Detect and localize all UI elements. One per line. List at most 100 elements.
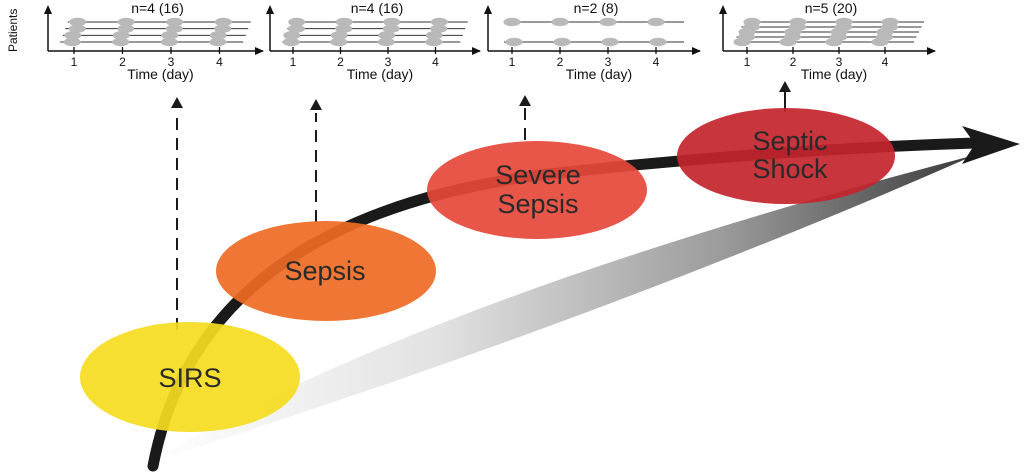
patient-dot (283, 31, 301, 40)
patient-dot (825, 37, 843, 47)
patient-dot (382, 24, 400, 33)
x-tick-label: 2 (790, 55, 797, 69)
stage-sepsis: Sepsis (216, 221, 436, 321)
patient-dot (209, 37, 227, 47)
x-axis-label: Time (day) (127, 66, 193, 82)
patient-dot (335, 24, 353, 33)
patient-dot (63, 37, 81, 47)
stage-septic-label-line2: Shock (752, 154, 828, 184)
patient-dot (599, 17, 617, 27)
patient-dot (425, 31, 443, 40)
x-tick-label: 1 (290, 55, 297, 69)
mini-chart-title: n=4 (16) (351, 0, 404, 16)
x-tick-label: 1 (509, 55, 516, 69)
stage-severe-label-line1: Severe (495, 160, 581, 190)
stage-sepsis-label: Sepsis (284, 256, 365, 286)
stage-severe-label-line2: Sepsis (497, 189, 578, 219)
patient-dot (214, 17, 232, 27)
patient-dot (69, 17, 87, 27)
patient-dot (733, 37, 751, 47)
x-tick-label: 4 (432, 55, 439, 69)
x-tick-label: 1 (744, 55, 751, 69)
x-tick-label: 4 (216, 55, 223, 69)
patient-dot (553, 37, 571, 47)
stage-septic-circle (677, 108, 895, 204)
patient-dot (335, 17, 353, 27)
arrowhead-sirs (171, 97, 183, 108)
patient-dot (68, 24, 86, 33)
patient-dot (214, 24, 232, 33)
x-tick-label: 4 (653, 55, 660, 69)
x-axis-label: Time (day) (566, 66, 632, 82)
arrowhead-severe (519, 95, 531, 106)
x-tick-label: 3 (605, 55, 612, 69)
x-tick-label: 3 (168, 55, 175, 69)
mini-chart-title: n=2 (8) (574, 0, 619, 16)
x-axis-arrow (927, 47, 936, 55)
progression-arrowhead (962, 126, 1020, 164)
stage-septic-shock: Septic Shock (677, 108, 895, 204)
patient-dot (779, 37, 797, 47)
patient-dot (601, 37, 619, 47)
y-axis-label: Patients (6, 9, 20, 52)
stage-sirs-label: SIRS (158, 363, 221, 393)
patient-dot (377, 37, 395, 47)
x-tick-label: 2 (557, 55, 564, 69)
x-tick-label: 4 (882, 55, 889, 69)
x-axis-label: Time (day) (801, 66, 867, 82)
patient-dot (425, 37, 443, 47)
patient-dot (503, 17, 521, 27)
patient-dot (117, 24, 135, 33)
patient-dot (330, 37, 348, 47)
patient-dot (330, 31, 348, 40)
patient-dot (647, 17, 665, 27)
stage-severe-circle (427, 141, 647, 239)
patient-dot (378, 31, 396, 40)
y-axis-arrow (266, 5, 274, 14)
x-tick-label: 1 (71, 55, 78, 69)
y-axis-arrow (719, 5, 727, 14)
stage-septic-label-line1: Septic (752, 126, 827, 156)
mini-chart-title: n=5 (20) (805, 0, 858, 16)
patient-dot (166, 17, 184, 27)
severity-shade (150, 155, 975, 462)
patient-dot (505, 37, 523, 47)
patient-dot (112, 37, 130, 47)
x-axis-arrow (472, 47, 481, 55)
patient-dot (430, 17, 448, 27)
patient-dot (160, 37, 178, 47)
arrowhead-sepsis (310, 99, 322, 110)
patient-dot (282, 37, 300, 47)
x-axis-arrow (692, 47, 701, 55)
patient-dot (117, 17, 135, 27)
y-axis-arrow (484, 5, 492, 14)
x-tick-label: 2 (119, 55, 126, 69)
patient-dot (871, 37, 889, 47)
patient-dot (165, 24, 183, 33)
stage-severe-sepsis: Severe Sepsis (427, 141, 647, 239)
connector-arrowheads (171, 81, 791, 110)
x-tick-label: 3 (836, 55, 843, 69)
stage-sirs: SIRS (80, 322, 300, 432)
patient-dot (383, 17, 401, 27)
x-axis-arrow (255, 47, 264, 55)
patient-dot (209, 31, 227, 40)
x-axis-label: Time (day) (347, 66, 413, 82)
y-axis-arrow (44, 5, 52, 14)
x-tick-label: 3 (385, 55, 392, 69)
patient-dot (112, 31, 130, 40)
stage-sepsis-circle (216, 221, 436, 321)
mini-chart-title: n=4 (16) (131, 0, 184, 16)
stage-sirs-circle (80, 322, 300, 432)
x-tick-label: 2 (337, 55, 344, 69)
patient-dot (551, 17, 569, 27)
arrowhead-septic (779, 81, 791, 92)
patient-dot (161, 31, 179, 40)
patient-dot (288, 17, 306, 27)
